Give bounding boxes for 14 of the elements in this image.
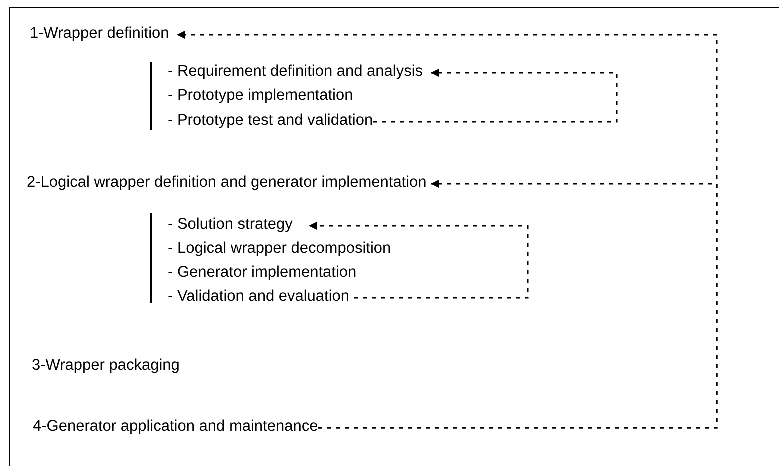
dashed-arrow (373, 69, 618, 123)
step-text: - Prototype test and validation (168, 112, 374, 130)
step-text: - Validation and evaluation (168, 288, 354, 306)
dashed-arrow (309, 222, 529, 299)
step-text: - Generator implementation (168, 264, 359, 282)
dashed-arrow (318, 180, 718, 429)
step-text: 3-Wrapper packaging (32, 357, 182, 375)
step-text: - Prototype implementation (168, 87, 356, 105)
step-text: - Logical wrapper decomposition (168, 240, 394, 258)
step-text: 4-Generator application and maintenance (33, 418, 318, 436)
step-text: 2-Logical wrapper definition and generator implementation (27, 174, 431, 192)
step-text: 1-Wrapper definition (30, 25, 178, 43)
step-text: - Solution strategy (168, 216, 309, 234)
step-text: - Requirement definition and analysis (168, 63, 432, 81)
